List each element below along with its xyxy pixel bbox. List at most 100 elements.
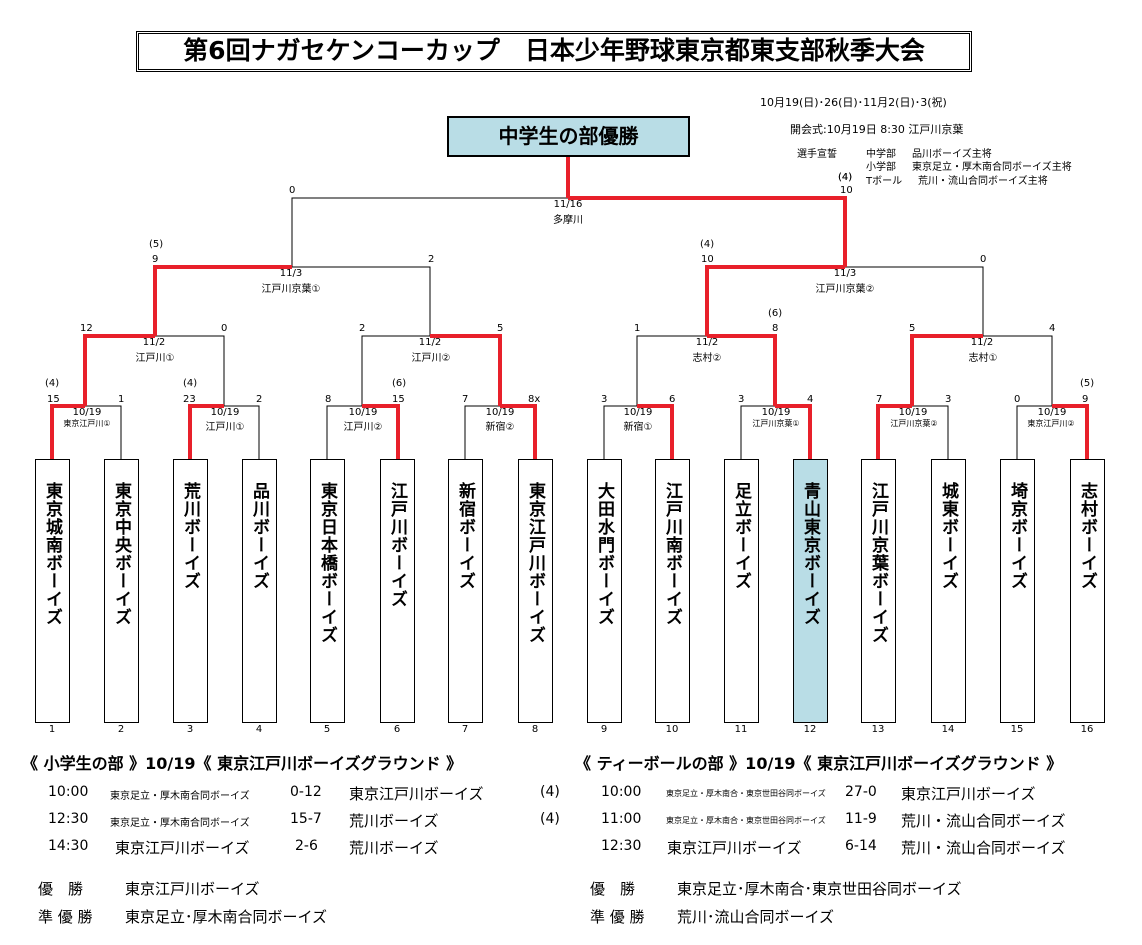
oath-line-2-text: 東京足立・厚木南合同ボーイズ主将: [912, 162, 1072, 173]
r1-note: (4): [45, 378, 60, 389]
r1-score: 0: [1014, 394, 1021, 405]
oath-line-1-label: 中学部: [866, 149, 896, 160]
r1-score: 8x: [528, 394, 541, 405]
tee-winner-label: 優 勝: [590, 880, 636, 898]
team-box-6: 江戸川ボーイズ: [380, 459, 415, 723]
r2-note: (6): [768, 308, 783, 319]
champion-box: 中学生の部優勝: [447, 116, 690, 157]
r1-score: 3: [601, 394, 608, 405]
r1-venue: 江戸川京葉①: [752, 419, 800, 428]
team-number: 7: [461, 724, 469, 735]
r1-score: 3: [945, 394, 952, 405]
elem-note: (4): [540, 811, 560, 827]
elem-note: (4): [540, 784, 560, 800]
team-name: 青山東京ボーイズ: [800, 482, 820, 626]
team-name: 東京中央ボーイズ: [111, 482, 131, 626]
team-box-9: 大田水門ボーイズ: [587, 459, 622, 723]
r3-venue: 江戸川京葉②: [815, 284, 875, 295]
team-number: 5: [323, 724, 331, 735]
r2-score: 8: [772, 323, 779, 334]
tee-time: 12:30: [601, 838, 642, 854]
r1-date: 10/19: [72, 407, 102, 418]
team-name: 東京城南ボーイズ: [42, 482, 62, 626]
elem-score: 15-7: [290, 811, 322, 827]
r1-note: (5): [1080, 378, 1095, 389]
r2-venue: 志村①: [968, 353, 998, 364]
r2-venue: 江戸川②: [411, 353, 451, 364]
tee-team2: 荒川・流山合同ボーイズ: [901, 839, 1066, 857]
r1-score: 9: [1082, 394, 1089, 405]
tee-team1: 東京足立・厚木南合・東京世田谷同ボーイズ: [666, 816, 826, 825]
team-box-10: 江戸川南ボーイズ: [655, 459, 690, 723]
final-note: (4): [838, 172, 853, 183]
team-number: 4: [255, 724, 263, 735]
team-number: 12: [803, 724, 817, 735]
r1-score: 1: [118, 394, 125, 405]
team-number: 9: [600, 724, 608, 735]
team-name: 江戸川京葉ボーイズ: [868, 482, 888, 644]
tee-team2: 荒川・流山合同ボーイズ: [901, 812, 1066, 830]
elem-team1: 東京江戸川ボーイズ: [115, 839, 250, 857]
team-name: 埼京ボーイズ: [1007, 482, 1027, 590]
elem-winner: 東京江戸川ボーイズ: [125, 880, 260, 898]
team-name: 江戸川南ボーイズ: [662, 482, 682, 626]
team-number: 10: [665, 724, 679, 735]
r1-score: 8: [325, 394, 332, 405]
r3-note: (4): [700, 239, 715, 250]
oath-line-3-text: 荒川・流山合同ボーイズ主将: [918, 176, 1048, 187]
r2-score: 12: [80, 323, 93, 334]
r3-date: 11/3: [833, 268, 857, 279]
team-name: 足立ボーイズ: [731, 482, 751, 590]
r2-date: 11/2: [142, 337, 166, 348]
elem-winner-label: 優 勝: [38, 880, 84, 898]
tee-team1: 東京足立・厚木南合・東京世田谷同ボーイズ: [666, 789, 826, 798]
oath-line-1-text: 品川ボーイズ主将: [912, 149, 992, 160]
r1-venue: 新宿①: [623, 422, 653, 433]
team-name: 江戸川ボーイズ: [387, 482, 407, 608]
r1-venue: 江戸川②: [343, 422, 383, 433]
team-number: 16: [1080, 724, 1094, 735]
team-box-11: 足立ボーイズ: [724, 459, 759, 723]
r2-venue: 江戸川①: [135, 353, 175, 364]
team-number: 13: [871, 724, 885, 735]
elem-team1: 東京足立・厚木南合同ボーイズ: [110, 818, 250, 829]
team-box-3: 荒川ボーイズ: [173, 459, 208, 723]
r2-date: 11/2: [695, 337, 719, 348]
opening-ceremony: 開会式:10月19日 8:30 江戸川京葉: [790, 123, 964, 136]
elem-team2: 東京江戸川ボーイズ: [349, 785, 484, 803]
team-number: 11: [734, 724, 748, 735]
team-name: 品川ボーイズ: [249, 482, 269, 590]
r1-venue: 東京江戸川②: [1027, 419, 1075, 428]
elem-team2: 荒川ボーイズ: [349, 812, 439, 830]
final-venue: 多摩川: [553, 215, 583, 226]
team-number: 1: [48, 724, 56, 735]
team-name: 荒川ボーイズ: [180, 482, 200, 590]
team-box-16: 志村ボーイズ: [1070, 459, 1105, 723]
oath-line-3-label: Tボール: [866, 176, 903, 187]
r1-date: 10/19: [761, 407, 791, 418]
tee-runnerup-label: 準 優 勝: [590, 908, 645, 926]
r3-score: 10: [701, 254, 714, 265]
team-name: 志村ボーイズ: [1077, 482, 1097, 590]
r1-score: 23: [183, 394, 196, 405]
r1-venue: 東京江戸川①: [63, 419, 111, 428]
elem-score: 2-6: [295, 838, 318, 854]
elem-score: 0-12: [290, 784, 322, 800]
r1-date: 10/19: [623, 407, 653, 418]
tournament-dates: 10月19(日)･26(日)･11月2(日)･3(祝): [760, 96, 947, 109]
r1-score: 2: [256, 394, 263, 405]
team-name: 大田水門ボーイズ: [594, 482, 614, 626]
final-score: 10: [840, 185, 853, 196]
tee-score: 11-9: [845, 811, 877, 827]
r1-score: 7: [462, 394, 469, 405]
r2-score: 1: [634, 323, 641, 334]
oath-label: 選手宣誓: [797, 149, 837, 160]
r2-score: 2: [359, 323, 366, 334]
r1-date: 10/19: [898, 407, 928, 418]
r2-score: 5: [497, 323, 504, 334]
r1-score: 6: [669, 394, 676, 405]
r1-score: 4: [807, 394, 814, 405]
oath-note: (4): [838, 172, 853, 183]
teeball-header: 《 ティーボールの部 》10/19《 東京江戸川ボーイズグラウンド 》: [575, 754, 1063, 773]
tee-score: 27-0: [845, 784, 877, 800]
